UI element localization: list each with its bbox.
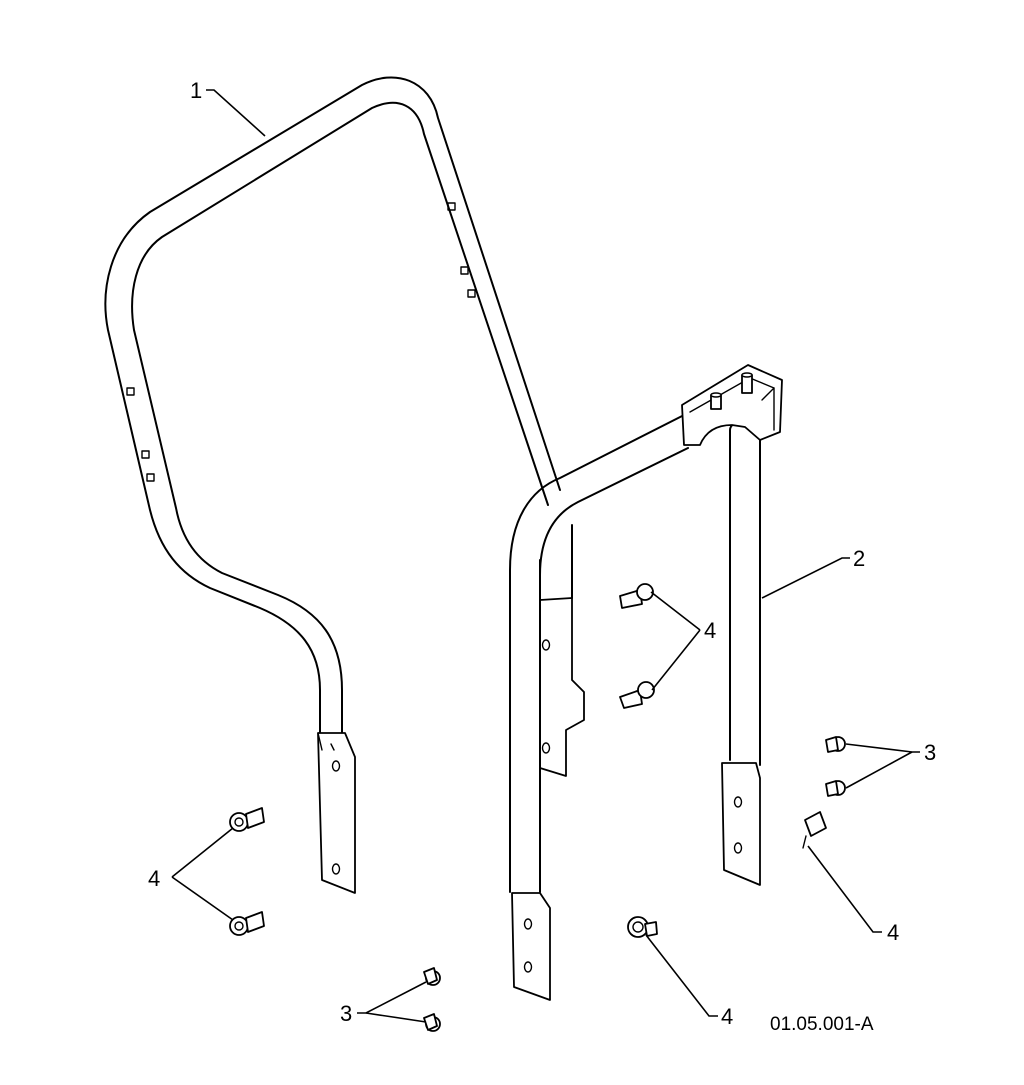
rops-upper-frame <box>104 76 585 894</box>
leader-lines <box>171 89 920 1023</box>
callout-4-upper: 4 <box>704 618 716 643</box>
rops-lower-frame <box>509 364 783 1001</box>
bolts-3-bottom <box>423 967 441 1032</box>
callout-2: 2 <box>853 546 865 571</box>
bolts-4-left <box>229 807 265 936</box>
callout-3-right: 3 <box>924 740 936 765</box>
bolts-4-upper <box>619 583 655 709</box>
bolt-4-bottom <box>627 916 658 938</box>
callout-4-right: 4 <box>887 920 899 945</box>
bolt-4-right <box>802 811 827 849</box>
figure-reference: 01.05.001-A <box>770 1014 874 1035</box>
callout-3-bottom: 3 <box>340 1001 352 1026</box>
bolts-3-right <box>825 736 846 797</box>
callout-4-bottom: 4 <box>721 1004 733 1029</box>
callout-4-left: 4 <box>148 866 160 891</box>
callout-1: 1 <box>190 78 202 103</box>
